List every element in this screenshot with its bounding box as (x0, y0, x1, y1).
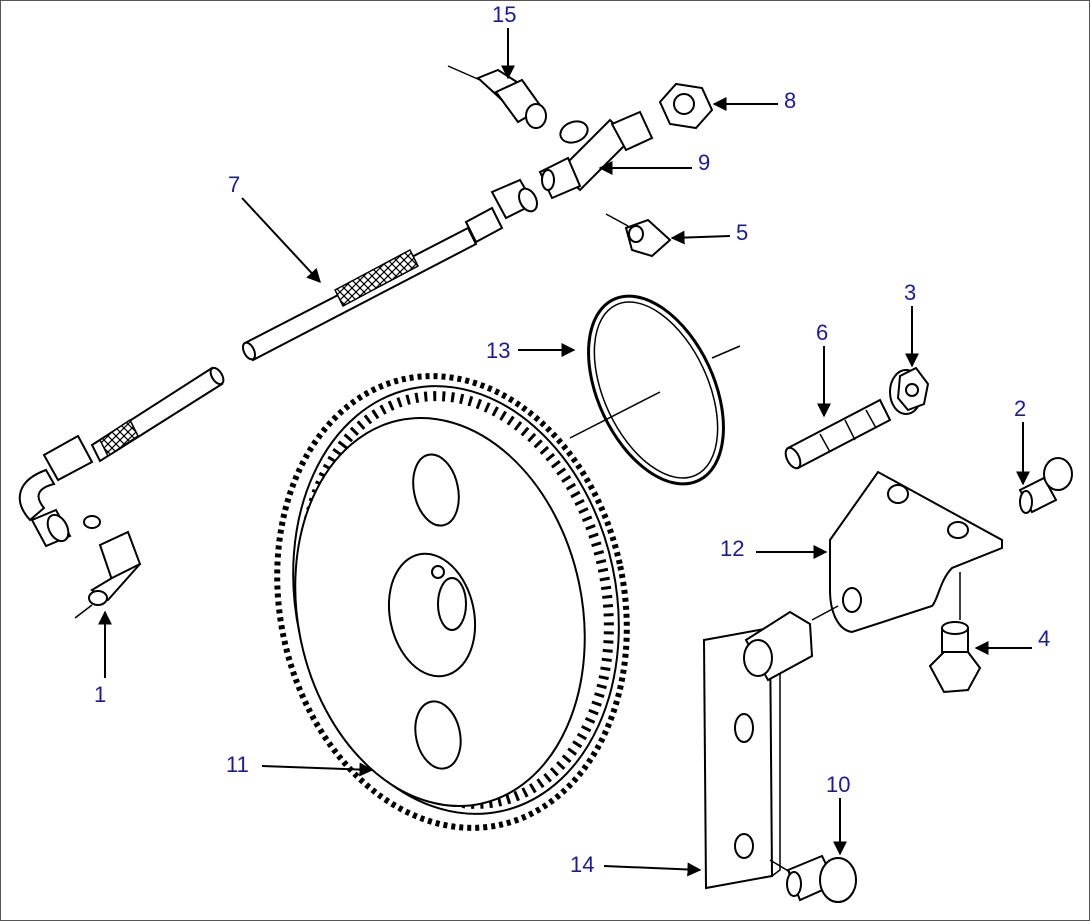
callout-4: 4 (1038, 626, 1050, 651)
callout-13: 13 (486, 338, 510, 363)
flange-nut (889, 366, 930, 415)
callout-9: 9 (698, 150, 710, 175)
callout-2: 2 (1014, 396, 1026, 421)
callout-3: 3 (904, 280, 916, 305)
stud (784, 398, 892, 470)
callout-6: 6 (816, 320, 828, 345)
ring-gear (274, 373, 630, 831)
callout-1: 1 (94, 682, 106, 707)
callout-5: 5 (736, 220, 748, 245)
link-plate (702, 610, 814, 890)
callout-12: 12 (720, 536, 744, 561)
callout-10: 10 (826, 772, 850, 797)
bolt-lower (928, 621, 982, 694)
tee-fitting-group (447, 65, 714, 258)
hose-assembly (18, 178, 538, 619)
bolt-bottom (769, 854, 857, 903)
callout-labels: 1 2 3 4 5 6 7 8 9 10 11 12 13 14 15 (94, 2, 1050, 877)
leader-arrows (98, 28, 1032, 877)
bolt-upper (1018, 457, 1073, 514)
callout-14: 14 (570, 852, 594, 877)
callout-15: 15 (492, 2, 516, 27)
callout-7: 7 (228, 172, 240, 197)
callout-11: 11 (226, 752, 249, 777)
o-ring (569, 294, 741, 486)
callout-8: 8 (784, 88, 796, 113)
bracket (811, 470, 1003, 634)
